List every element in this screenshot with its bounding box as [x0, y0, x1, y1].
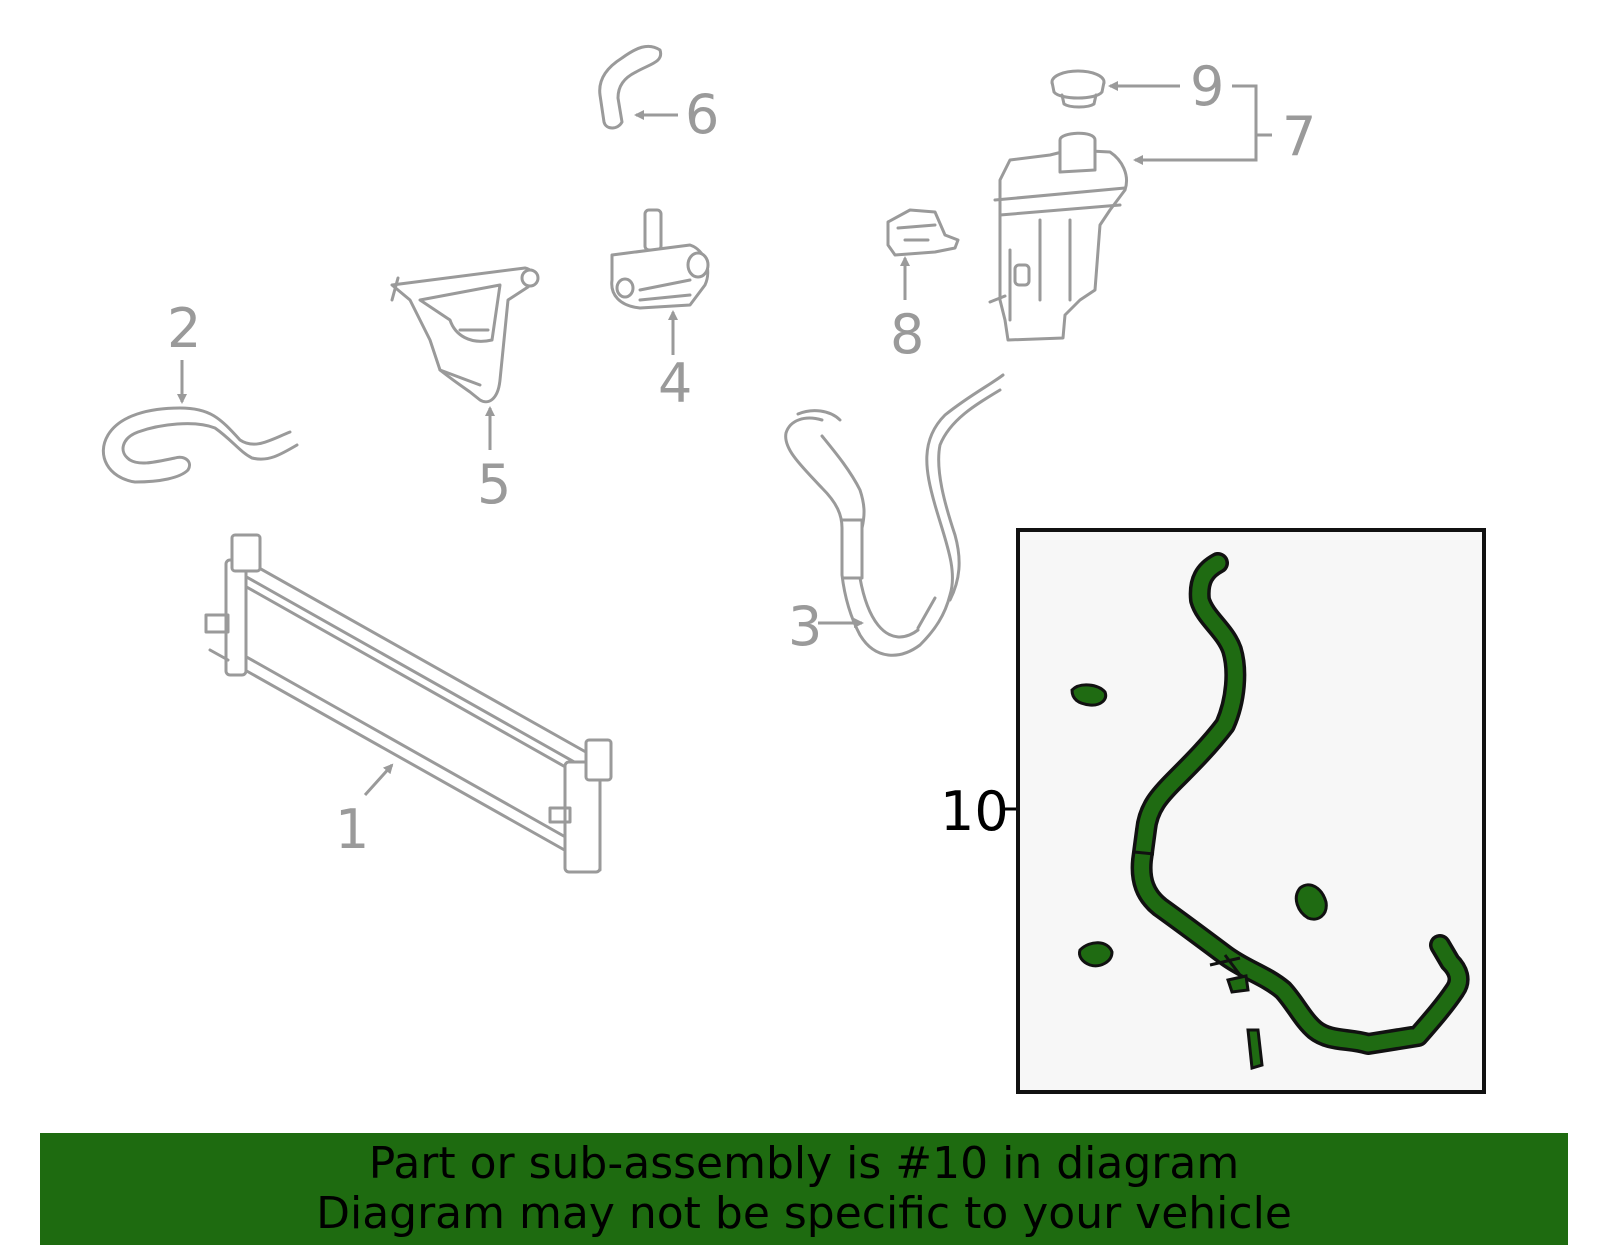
callout-2: 2: [167, 297, 201, 360]
part-10-inset: [1016, 528, 1486, 1094]
callout-4: 4: [658, 352, 692, 415]
callout-10: 10: [940, 780, 1009, 843]
clip-e: [1226, 974, 1250, 994]
clip-b: [1294, 883, 1328, 921]
part-1-cooler: [204, 533, 613, 874]
clip-a: [1070, 683, 1108, 707]
part-8-bracket: [886, 208, 960, 257]
part-5-bracket: [390, 266, 540, 404]
callout-8: 8: [890, 303, 924, 366]
part-6-hose: [598, 44, 663, 130]
part-4-pump: [610, 208, 710, 310]
leader-lines: [177, 81, 1272, 797]
clip-c: [1078, 941, 1114, 968]
info-banner: Part or sub-assembly is #10 in diagram D…: [40, 1133, 1568, 1245]
callout-9: 9: [1190, 55, 1224, 118]
callout-1: 1: [335, 798, 369, 861]
part-9-cap: [1050, 69, 1106, 109]
part-7-reservoir: [988, 131, 1128, 342]
banner-line-1: Part or sub-assembly is #10 in diagram: [368, 1138, 1240, 1189]
callout-3: 3: [788, 595, 822, 658]
part-2-hose: [101, 406, 299, 484]
part-10-hose-assembly: [1130, 552, 1470, 1055]
part-3-hose: [784, 373, 1005, 657]
banner-line-2: Diagram may not be specific to your vehi…: [316, 1188, 1292, 1239]
callout-5: 5: [477, 453, 511, 516]
clip-d: [1246, 1028, 1264, 1070]
callout-7: 7: [1282, 105, 1316, 168]
callout-6: 6: [685, 83, 719, 146]
